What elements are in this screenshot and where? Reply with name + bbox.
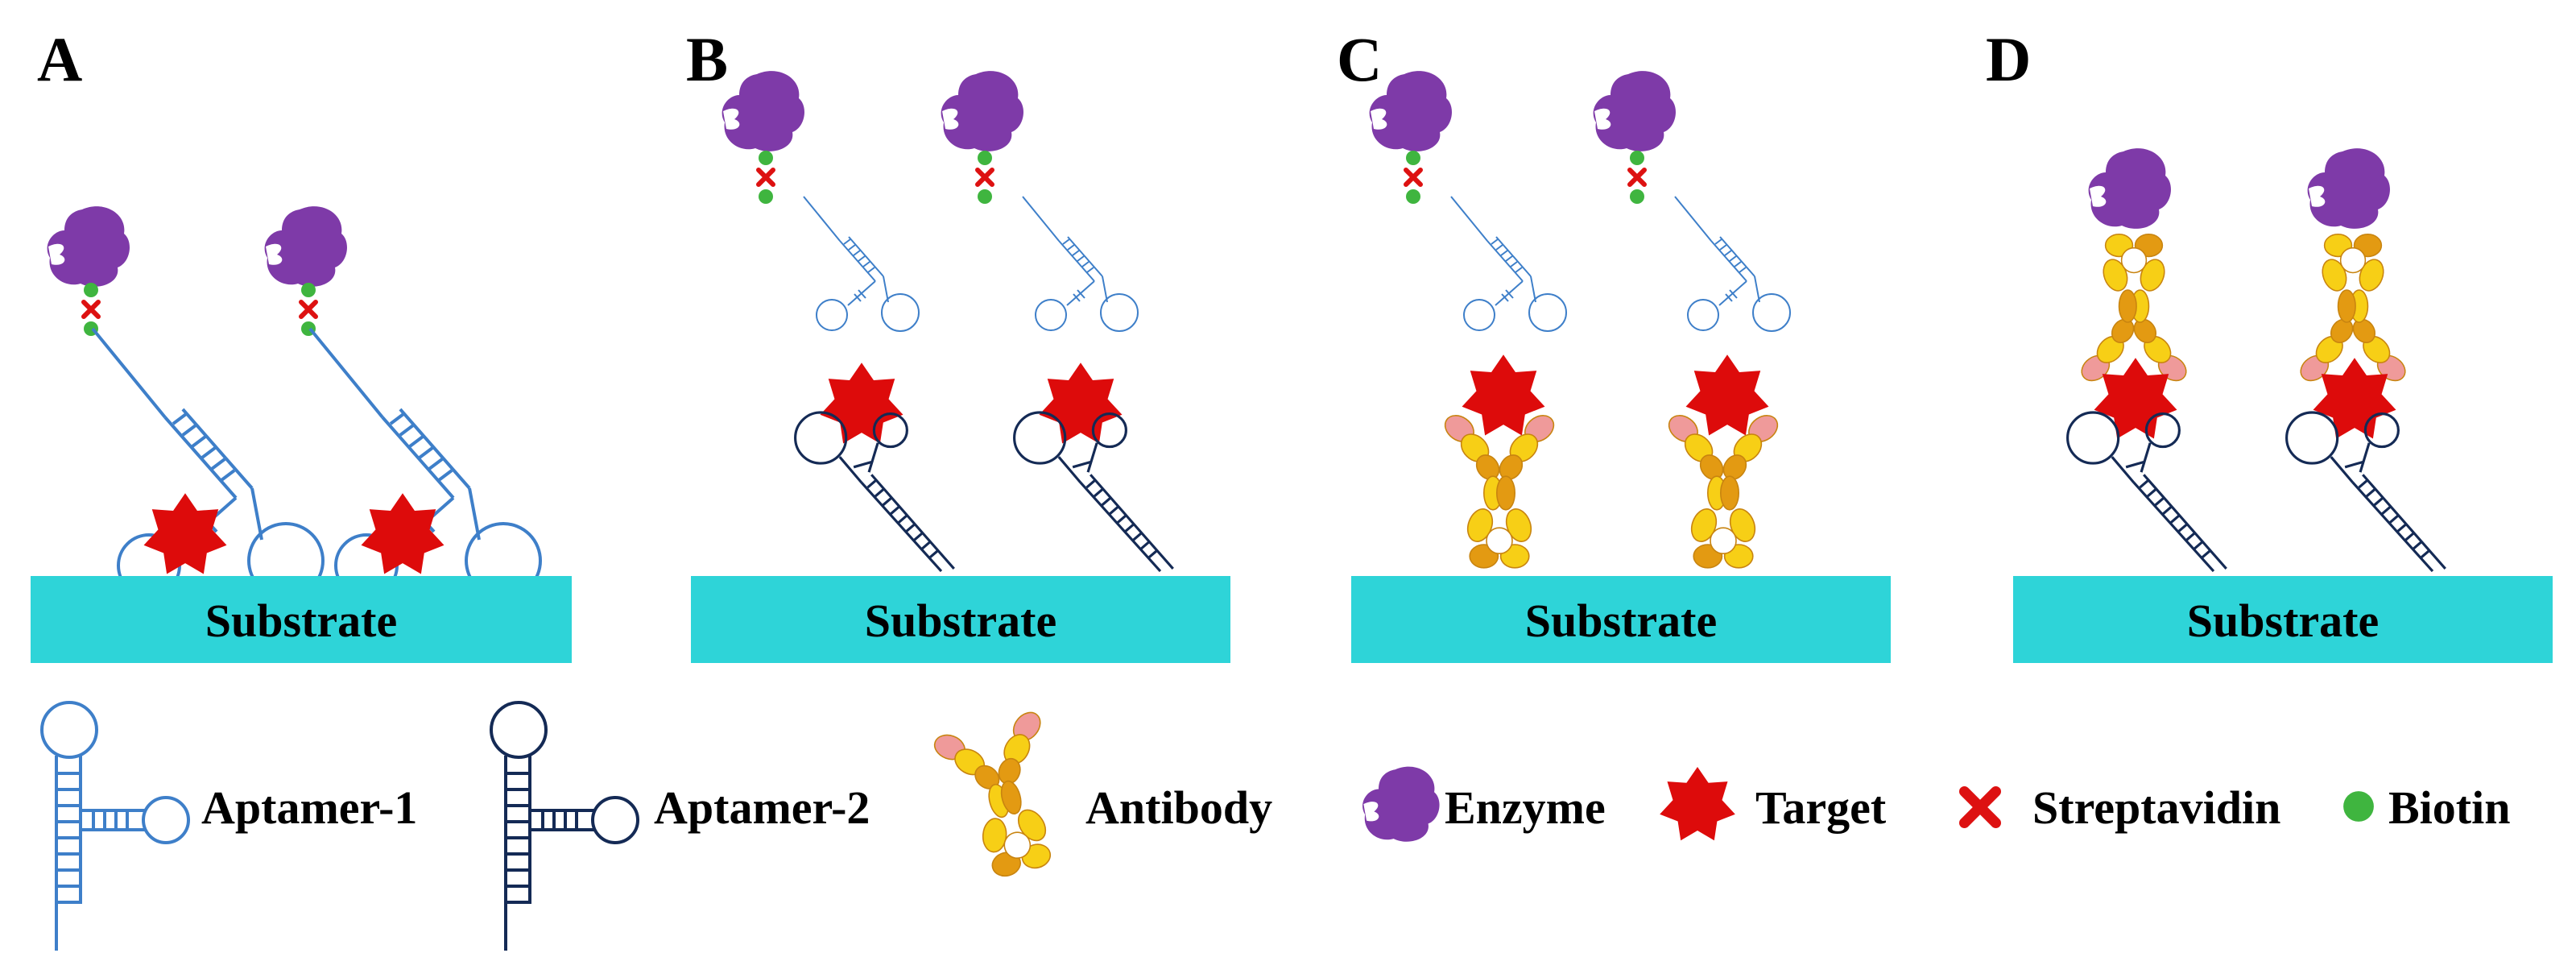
legend: Aptamer-1 Aptamer-2 Antibody Enzyme Targ… <box>40 701 2511 952</box>
biotin-icon <box>1630 189 1644 204</box>
enzyme-icon <box>941 71 1023 151</box>
panel-letter-d: D <box>1986 24 2031 94</box>
aptamer-2-icon <box>793 411 956 573</box>
substrate-label: Substrate <box>2187 595 2379 647</box>
substrate-label: Substrate <box>1525 595 1717 647</box>
antibody-icon <box>1663 409 1784 569</box>
target-icon <box>1660 767 1735 841</box>
streptavidin-icon <box>1406 170 1420 184</box>
panel-b-complex-2 <box>941 71 1175 573</box>
substrate <box>2013 576 2553 663</box>
biotin-icon <box>84 283 98 297</box>
legend-item-antibody: Antibody <box>925 702 1272 888</box>
aptamer-1-icon <box>1673 195 1792 333</box>
aptamer-1-icon <box>1021 195 1139 333</box>
enzyme-icon <box>2307 148 2390 229</box>
legend-label-aptamer-1: Aptamer-1 <box>201 781 417 834</box>
panel-a-complex-2 <box>264 206 542 599</box>
legend-item-streptavidin: Streptavidin <box>1965 781 2280 834</box>
substrate <box>1351 576 1891 663</box>
panel-b-complex-1 <box>722 71 956 573</box>
legend-item-target: Target <box>1660 767 1887 841</box>
legend-item-aptamer-2: Aptamer-2 <box>490 701 870 952</box>
aptamer-1-icon <box>1449 195 1568 333</box>
biotin-icon <box>1406 189 1420 204</box>
antibody-icon <box>925 702 1082 888</box>
aptamer-2-icon <box>1012 411 1175 573</box>
biotin-icon <box>1630 151 1644 165</box>
aptamer-1-icon <box>40 701 190 952</box>
aptamer-2-icon <box>2065 411 2228 573</box>
panel-b: B Substrate <box>686 24 1230 663</box>
legend-label-streptavidin: Streptavidin <box>2032 781 2280 834</box>
aptamer-1-icon <box>308 327 542 599</box>
substrate <box>31 576 572 663</box>
biotin-icon <box>759 189 773 204</box>
panel-a: A Substrate <box>31 24 572 663</box>
panel-d-complex-2 <box>2284 148 2447 573</box>
aptamer-2-icon <box>2284 411 2447 573</box>
biotin-icon <box>759 151 773 165</box>
substrate <box>691 576 1230 663</box>
aptamer-2-icon <box>490 701 639 952</box>
enzyme-icon <box>1593 71 1676 151</box>
legend-label-biotin: Biotin <box>2388 781 2511 834</box>
target-icon <box>820 363 903 444</box>
biotin-icon <box>978 151 992 165</box>
aptamer-1-icon <box>802 195 920 333</box>
panel-c-complex-2 <box>1593 71 1792 569</box>
panel-d-complex-1 <box>2065 148 2228 573</box>
aptamer-1-icon <box>91 327 325 599</box>
enzyme-icon <box>722 71 804 151</box>
streptavidin-icon <box>1965 792 1996 823</box>
biotin-icon <box>2343 791 2374 822</box>
legend-label-aptamer-2: Aptamer-2 <box>654 781 870 834</box>
legend-item-biotin: Biotin <box>2343 781 2511 834</box>
streptavidin-icon <box>84 302 98 317</box>
biotin-icon <box>1406 151 1420 165</box>
legend-label-target: Target <box>1755 781 1887 834</box>
panel-letter-a: A <box>37 24 82 94</box>
target-icon <box>1039 363 1123 444</box>
enzyme-icon <box>47 206 130 287</box>
panel-c-complex-1 <box>1369 71 1568 569</box>
enzyme-icon <box>264 206 347 287</box>
panel-letter-c: C <box>1337 24 1382 94</box>
biotin-icon <box>978 189 992 204</box>
target-icon <box>143 493 227 574</box>
streptavidin-icon <box>1630 170 1644 184</box>
substrate-label: Substrate <box>205 595 397 647</box>
antibody-icon <box>1439 409 1560 569</box>
legend-label-antibody: Antibody <box>1085 781 1272 834</box>
streptavidin-icon <box>759 170 773 184</box>
streptavidin-icon <box>978 170 992 184</box>
legend-label-enzyme: Enzyme <box>1445 781 1606 834</box>
biotin-icon <box>301 283 316 297</box>
panel-letter-b: B <box>686 24 728 94</box>
target-icon <box>361 493 444 574</box>
legend-item-aptamer-1: Aptamer-1 <box>40 701 417 952</box>
panel-d: D Substrate <box>1986 24 2553 663</box>
substrate-label: Substrate <box>865 595 1056 647</box>
panel-c: C Substrate <box>1337 24 1891 663</box>
legend-item-enzyme: Enzyme <box>1362 766 1606 842</box>
streptavidin-icon <box>301 302 316 317</box>
enzyme-icon <box>2088 148 2171 229</box>
enzyme-icon <box>1362 766 1440 842</box>
